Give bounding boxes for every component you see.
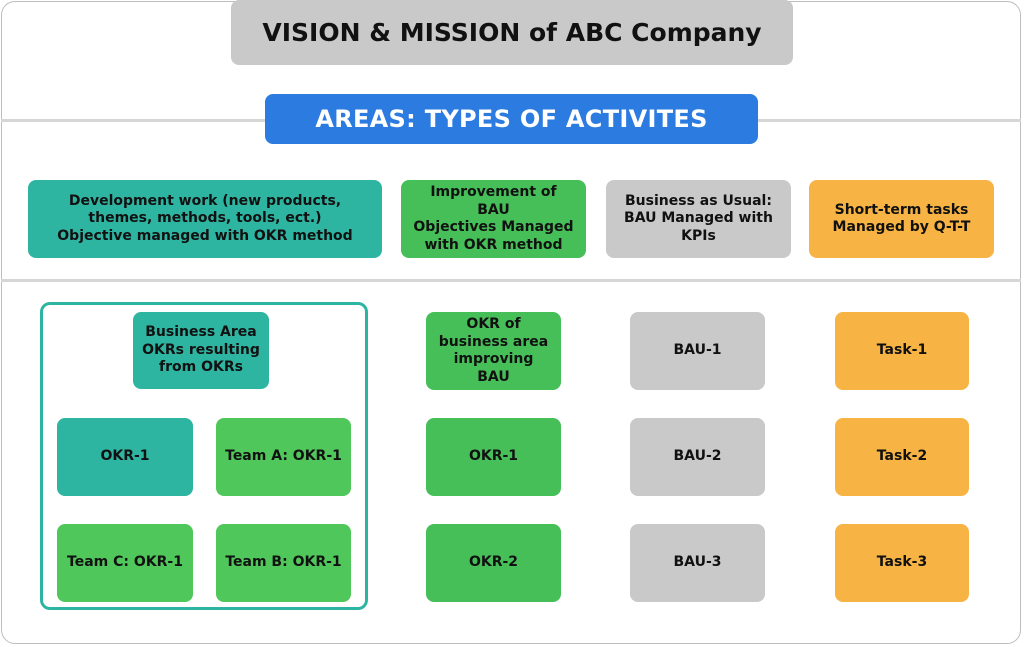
areas-banner: AREAS: TYPES OF ACTIVITES xyxy=(265,94,758,144)
vision-mission-title: VISION & MISSION of ABC Company xyxy=(231,0,793,65)
task-2: Task-2 xyxy=(835,418,969,496)
divider-middle xyxy=(1,279,1021,282)
header-short-term-tasks: Short-term tasks Managed by Q-T-T xyxy=(809,180,994,258)
header-development-work: Development work (new products, themes, … xyxy=(28,180,382,258)
bau-2: BAU-2 xyxy=(630,418,765,496)
bau-3: BAU-3 xyxy=(630,524,765,602)
business-area-okrs: Business Area OKRs resulting from OKRs xyxy=(133,312,269,389)
team-c-okr-1: Team C: OKR-1 xyxy=(57,524,193,602)
improvement-okr-1: OKR-1 xyxy=(426,418,561,496)
improvement-okr-2: OKR-2 xyxy=(426,524,561,602)
bau-1: BAU-1 xyxy=(630,312,765,390)
header-business-as-usual: Business as Usual: BAU Managed with KPIs xyxy=(606,180,791,258)
team-b-okr-1: Team B: OKR-1 xyxy=(216,524,351,602)
task-1: Task-1 xyxy=(835,312,969,390)
header-improvement-bau: Improvement of BAU Objectives Managed wi… xyxy=(401,180,586,258)
team-a-okr-1: Team A: OKR-1 xyxy=(216,418,351,496)
task-3: Task-3 xyxy=(835,524,969,602)
improvement-okr-business-area: OKR of business area improving BAU xyxy=(426,312,561,390)
development-okr-1: OKR-1 xyxy=(57,418,193,496)
development-okr-group xyxy=(40,302,368,610)
